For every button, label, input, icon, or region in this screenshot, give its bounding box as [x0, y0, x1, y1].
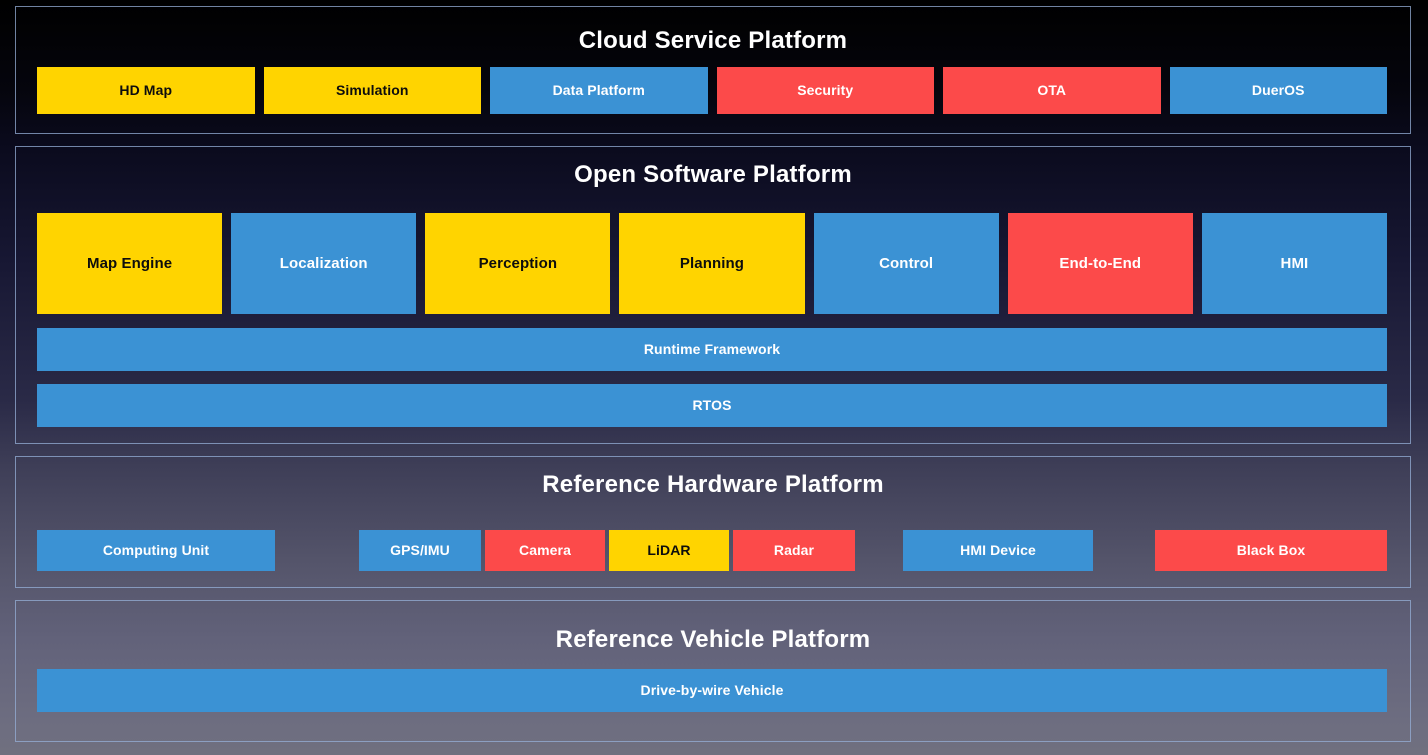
software-box-planning[interactable]: Planning [619, 213, 805, 314]
hardware-box-computing-unit[interactable]: Computing Unit [37, 530, 275, 571]
software-box-end-to-end[interactable]: End-to-End [1007, 213, 1193, 314]
panel-reference-hardware-platform: Reference Hardware Platform Computing Un… [15, 456, 1411, 588]
panel-title-hardware: Reference Hardware Platform [542, 471, 884, 498]
hardware-box-radar[interactable]: Radar [733, 530, 855, 571]
hardware-box-camera[interactable]: Camera [485, 530, 605, 571]
software-box-localization[interactable]: Localization [231, 213, 417, 314]
hardware-box-black-box[interactable]: Black Box [1155, 530, 1387, 571]
software-box-control[interactable]: Control [813, 213, 999, 314]
software-bar-rtos[interactable]: RTOS [37, 384, 1387, 427]
panel-cloud-service-platform: Cloud Service Platform HD Map Simulation… [15, 6, 1411, 134]
hardware-box-row: Computing Unit GPS/IMU Camera LiDAR Rada… [37, 530, 1387, 571]
hardware-box-lidar[interactable]: LiDAR [609, 530, 729, 571]
software-box-perception[interactable]: Perception [425, 213, 611, 314]
cloud-box-simulation[interactable]: Simulation [263, 67, 481, 114]
cloud-box-ota[interactable]: OTA [943, 67, 1161, 114]
software-box-hmi[interactable]: HMI [1201, 213, 1387, 314]
cloud-box-hd-map[interactable]: HD Map [37, 67, 255, 114]
hardware-box-hmi-device[interactable]: HMI Device [903, 530, 1093, 571]
hardware-box-gps-imu[interactable]: GPS/IMU [359, 530, 481, 571]
software-bar-runtime-framework[interactable]: Runtime Framework [37, 328, 1387, 371]
panel-title-cloud: Cloud Service Platform [578, 27, 848, 54]
panel-title-software: Open Software Platform [574, 161, 852, 188]
cloud-box-data-platform[interactable]: Data Platform [490, 67, 708, 114]
panel-reference-vehicle-platform: Reference Vehicle Platform Drive-by-wire… [15, 600, 1411, 742]
cloud-box-security[interactable]: Security [716, 67, 934, 114]
panel-title-vehicle: Reference Vehicle Platform [555, 626, 871, 653]
software-box-map-engine[interactable]: Map Engine [37, 213, 223, 314]
cloud-box-row: HD Map Simulation Data Platform Security… [37, 67, 1387, 114]
vehicle-bar-drive-by-wire[interactable]: Drive-by-wire Vehicle [37, 669, 1387, 712]
panel-open-software-platform: Open Software Platform Map Engine Locali… [15, 146, 1411, 444]
software-module-row: Map Engine Localization Perception Plann… [37, 213, 1387, 314]
cloud-box-dueros[interactable]: DuerOS [1169, 67, 1387, 114]
